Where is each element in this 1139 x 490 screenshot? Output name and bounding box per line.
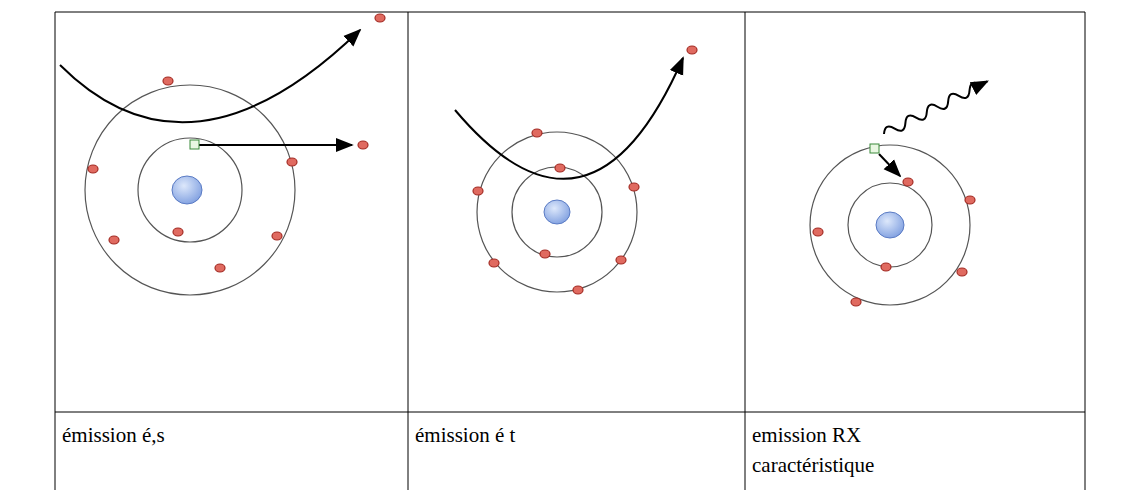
- atom-transmitted-emission: [455, 46, 697, 294]
- table-grid: [55, 12, 1085, 490]
- table-cell: émission é,s: [62, 420, 392, 450]
- cell-caption: émission é,s: [62, 423, 165, 447]
- atom-xray-emission: [810, 77, 990, 306]
- table-cell: émission é t: [415, 420, 735, 450]
- cell-caption: émission é t: [415, 423, 515, 447]
- table-cell: emission RX caractéristique: [752, 420, 912, 481]
- atom-secondary-emission: [60, 14, 385, 295]
- cell-caption: emission RX caractéristique: [752, 423, 874, 477]
